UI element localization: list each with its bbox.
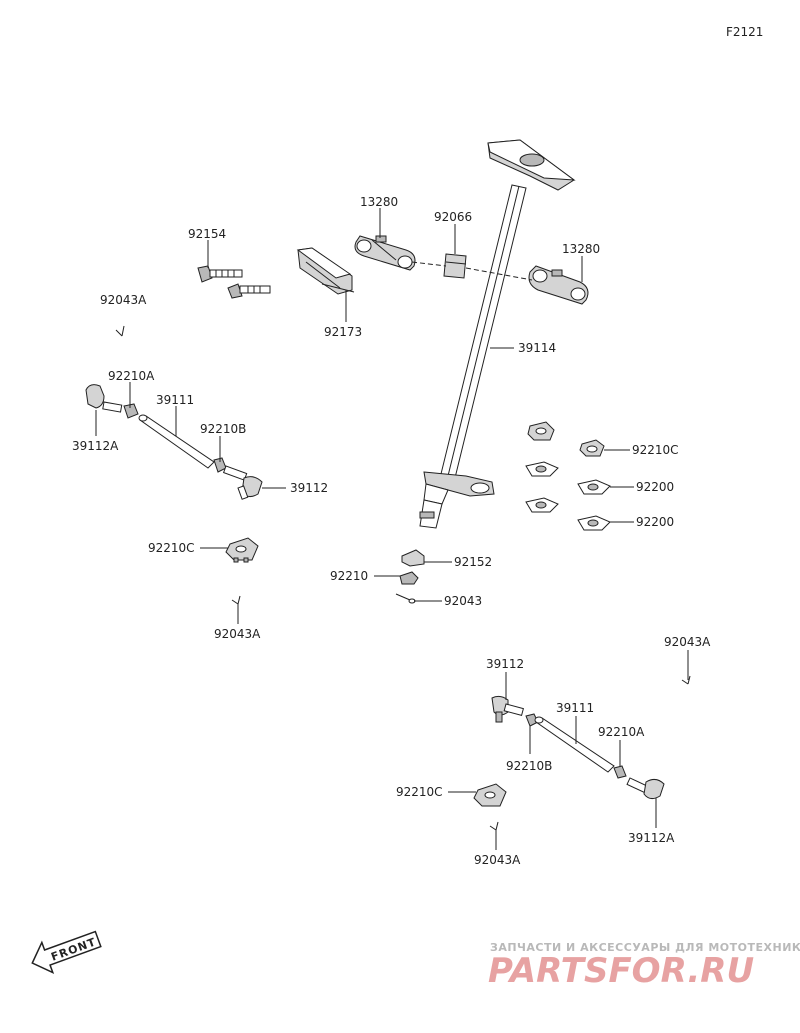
front-arrow: FRONT (31, 930, 102, 975)
label-92210b-left: 92210B (200, 422, 246, 436)
label-39112-left: 39112 (290, 481, 328, 495)
cotter-pin-left (231, 595, 241, 605)
label-92210c-left: 92210C (148, 541, 195, 555)
label-13280-right: 13280 (562, 242, 600, 256)
label-39111-left: 39111 (156, 393, 194, 407)
label-92200-upper: 92200 (636, 480, 674, 494)
label-92043a-left-bottom: 92043A (214, 627, 261, 641)
label-92154: 92154 (188, 227, 226, 241)
bracket-13280-left (354, 235, 416, 271)
washer-92200-1 (577, 479, 611, 495)
label-92210c-right: 92210C (632, 443, 679, 457)
label-92210c-bottom: 92210C (396, 785, 443, 799)
label-92152: 92152 (454, 555, 492, 569)
label-92210a-left: 92210A (108, 369, 155, 383)
label-92043a-upper-left: 92043A (100, 293, 147, 307)
cotter-pin-92043 (395, 593, 416, 604)
label-13280-upper-left: 13280 (360, 195, 398, 209)
castle-nut-center (527, 421, 555, 441)
figure-code: F2121 (726, 25, 763, 39)
washer-92200-2 (577, 515, 611, 531)
label-92043a-right: 92043A (664, 635, 711, 649)
label-92043: 92043 (444, 594, 482, 608)
leader-lines (95, 208, 689, 850)
plate-92173 (296, 247, 355, 295)
label-92200-lower: 92200 (636, 515, 674, 529)
watermark-brand: PARTSFOR.RU (488, 951, 754, 991)
washer-left-1 (525, 461, 559, 477)
label-92173: 92173 (324, 325, 362, 339)
label-92043a-bottom: 92043A (474, 853, 521, 867)
cotter-pin-upper-left (115, 325, 125, 337)
collar-92152 (401, 549, 425, 567)
watermark: ЗАПЧАСТИ И АКСЕССУАРЫ ДЛЯ МОТОТЕХНИКИ PA… (488, 941, 800, 991)
label-39112-right: 39112 (486, 657, 524, 671)
label-92066: 92066 (434, 210, 472, 224)
label-39114: 39114 (518, 341, 556, 355)
cotter-pin-right (681, 675, 691, 685)
castle-nut-92210c-bottom (473, 783, 507, 807)
bracket-13280-right (528, 265, 589, 305)
tie-rod-left (85, 384, 263, 500)
label-92210b-right: 92210B (506, 759, 552, 773)
castle-nut-92210c-left (225, 537, 259, 563)
clamp-92066 (443, 253, 467, 279)
label-39112a-right: 39112A (628, 831, 675, 845)
bolt-92154 (197, 265, 271, 299)
washer-left-2 (525, 497, 559, 513)
cotter-pin-bottom (489, 821, 499, 831)
label-92210a-right: 92210A (598, 725, 645, 739)
label-92210: 92210 (330, 569, 368, 583)
steering-shaft (419, 139, 576, 529)
label-39111-right: 39111 (556, 701, 594, 715)
label-39112a-left: 39112A (72, 439, 119, 453)
tie-rod-right (491, 695, 665, 800)
castle-nut-92210c-right (579, 439, 605, 457)
part-labels: 13280 92066 92154 13280 92043A 92173 391… (72, 195, 711, 867)
nut-92210 (399, 571, 419, 585)
watermark-tagline: ЗАПЧАСТИ И АКСЕССУАРЫ ДЛЯ МОТОТЕХНИКИ (490, 941, 800, 954)
